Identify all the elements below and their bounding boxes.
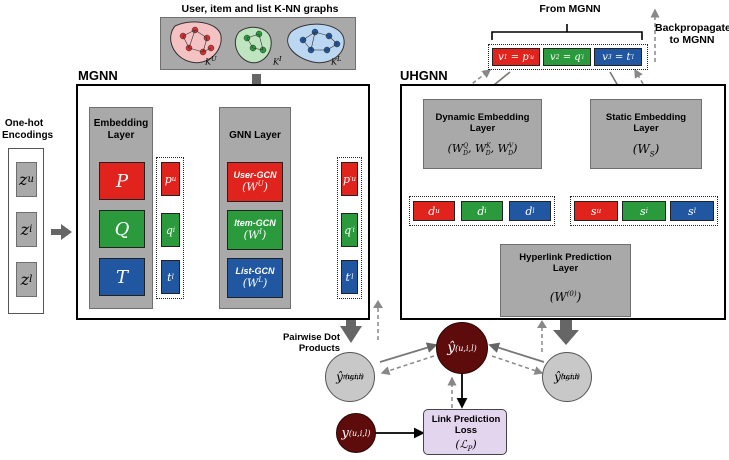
arrow-onehot-to-embedding — [51, 224, 72, 240]
loss-title: Link Prediction Loss — [431, 414, 501, 436]
vector-t-prime-l: t′l — [341, 260, 358, 294]
onehot-label: One-hot Encodings — [2, 118, 54, 141]
embedding-layer-title: Embedding Layer — [93, 118, 149, 141]
arrow-mgnn-score-back-dashed — [373, 300, 383, 340]
backprop-label: Backpropagate to MGNN — [655, 22, 729, 46]
knn-graphs — [170, 21, 345, 64]
vector-p-prime-u: p′u — [341, 162, 358, 196]
hyperlink-prediction-weight: (W(0)) — [549, 290, 582, 304]
static-embedding-layer — [590, 99, 702, 169]
dynamic-vectors-group — [409, 196, 555, 226]
embedding-vectors-group — [156, 157, 184, 299]
link-prediction-loss: Link Prediction Loss (ℒP) — [423, 409, 507, 455]
dynamic-embedding-layer — [423, 99, 542, 169]
line-hgnn-back-dashed — [491, 355, 544, 375]
static-embedding-title: Static Embedding Layer — [605, 112, 687, 134]
user-gcn: User-GCN (WU) — [227, 162, 283, 202]
hyperlink-prediction-layer — [500, 244, 631, 317]
list-gcn: List-GCN (WL) — [227, 258, 283, 298]
target-label: y(u,i,l) — [336, 413, 376, 453]
loss-symbol: (ℒP) — [455, 438, 477, 454]
item-gcn: Item-GCN (WI) — [227, 210, 283, 250]
arrow-output-to-mgnn-score — [340, 314, 362, 343]
vector-q-prime-i: q′i — [341, 213, 358, 247]
matrix-t: T — [99, 258, 145, 296]
output-vectors-group — [337, 157, 362, 299]
knn-label-item: KI — [273, 55, 282, 67]
line-static-back-dashed — [634, 68, 651, 97]
mgnn-title: MGNN — [78, 68, 118, 83]
static-vectors-group — [570, 196, 718, 226]
knn-label-user: KU — [205, 55, 217, 67]
line-hgnn-to-final — [488, 342, 545, 363]
from-mgnn-bracket — [491, 31, 643, 40]
hyperlink-prediction-title: Hyperlink Prediction Layer — [519, 252, 612, 274]
knn-graphs-panel: KU KI KL — [160, 17, 356, 70]
static-embedding-weight: (WS) — [632, 142, 660, 159]
matrix-q: Q — [99, 210, 145, 248]
line-mgnn-back-dashed — [380, 355, 435, 375]
arrow-hyperlink-to-hgnn-score — [553, 318, 579, 345]
dynamic-embedding-title: Dynamic Embedding Layer — [435, 112, 530, 134]
pairwise-label: Pairwise Dot Products — [282, 332, 340, 354]
final-score: ŷ(u,i,l) — [436, 322, 488, 374]
uhgnn-inputs-group — [488, 44, 648, 70]
uhgnn-title: UHGNN — [400, 68, 448, 83]
line-mgnn-to-final — [379, 342, 438, 363]
knn-label-list: KL — [331, 55, 342, 67]
from-mgnn-label: From MGNN — [539, 3, 601, 15]
matrix-p: P — [99, 162, 145, 200]
gnn-layer-title: GNN Layer — [229, 130, 281, 141]
arrow-hgnn-score-back-dashed — [537, 320, 547, 352]
knn-title: User, item and list K-NN graphs — [181, 3, 339, 15]
dynamic-embedding-weight: (WQD, WKD, WVD) — [447, 142, 518, 158]
